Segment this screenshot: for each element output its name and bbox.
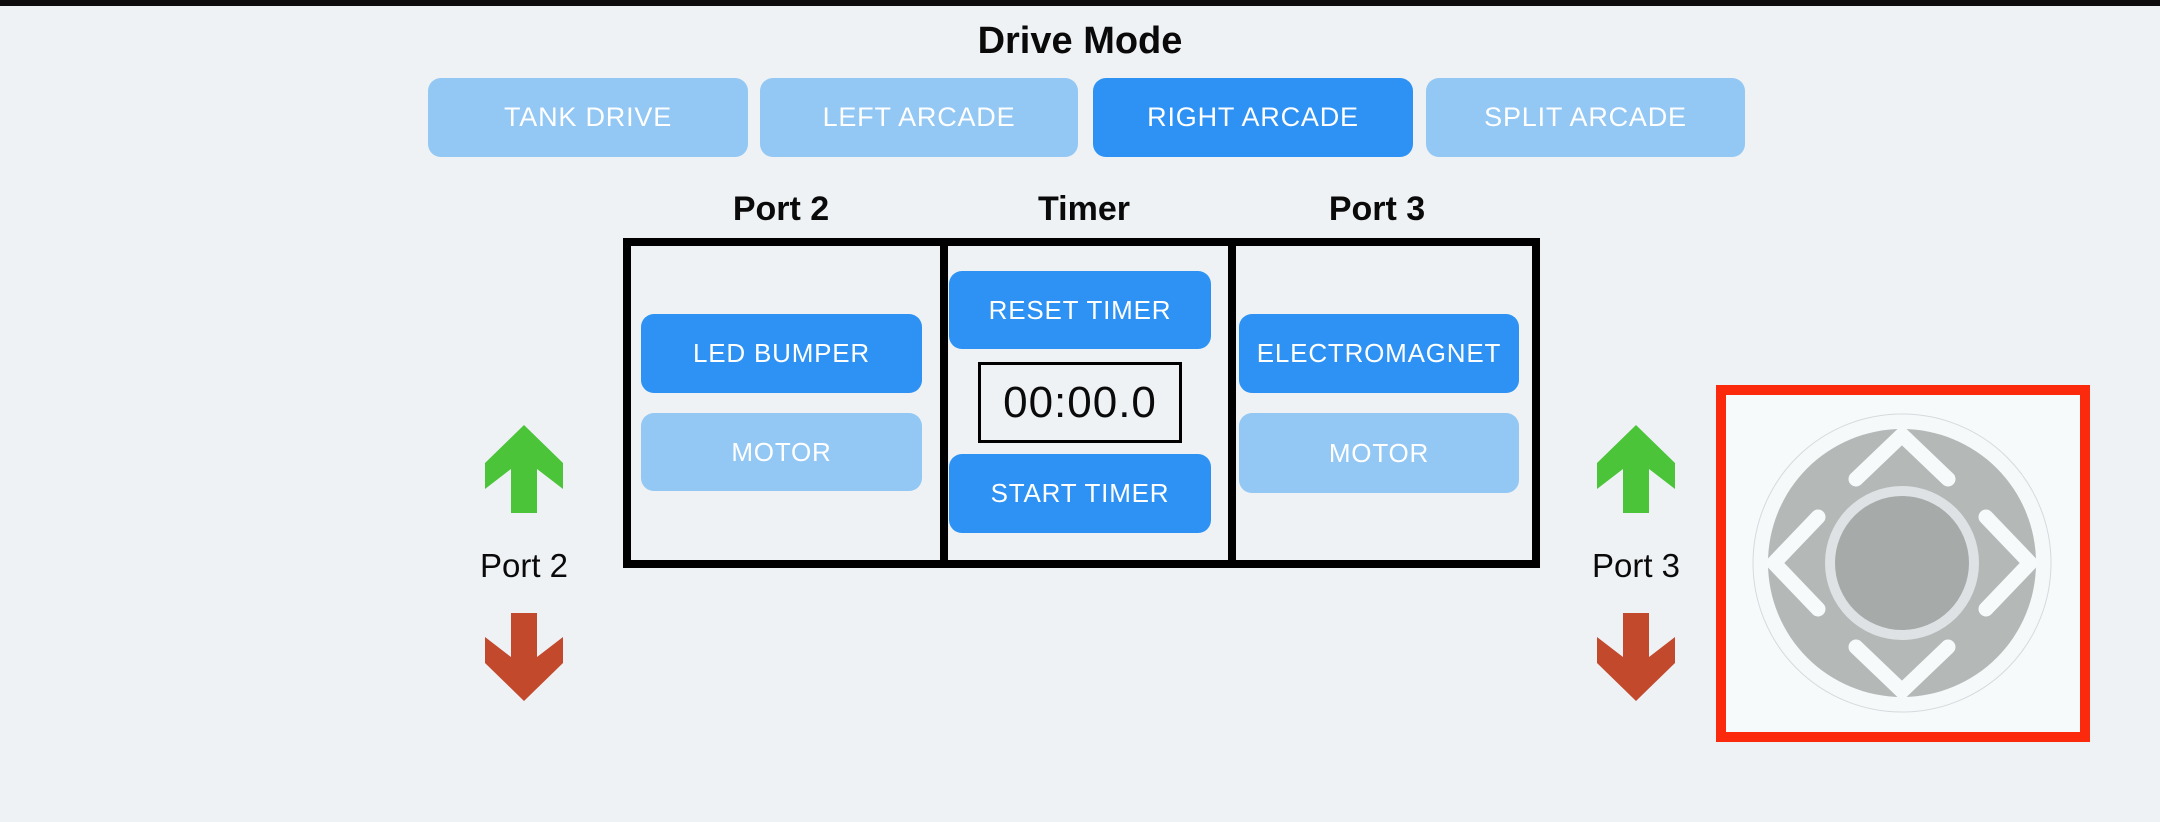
- port3-column-header: Port 3: [1328, 190, 1426, 228]
- joystick-chevron-left-icon[interactable]: [1766, 509, 1826, 617]
- reset-timer-button[interactable]: RESET TIMER: [949, 271, 1211, 349]
- right-arcade-button[interactable]: RIGHT ARCADE: [1093, 78, 1413, 157]
- joystick-knob[interactable]: [1835, 496, 1969, 630]
- panel-divider-left: [940, 246, 948, 560]
- port3-control-label: Port 3: [1591, 547, 1681, 584]
- split-arcade-button[interactable]: SPLIT ARCADE: [1426, 78, 1745, 157]
- led-bumper-button[interactable]: LED BUMPER: [641, 314, 922, 393]
- left-arcade-button[interactable]: LEFT ARCADE: [760, 78, 1078, 157]
- port2-motor-button[interactable]: MOTOR: [641, 413, 922, 491]
- start-timer-button[interactable]: START TIMER: [949, 454, 1211, 533]
- panel-divider-right: [1228, 246, 1236, 560]
- joystick-chevron-right-icon[interactable]: [1978, 509, 2038, 617]
- port2-column-header: Port 2: [732, 190, 830, 228]
- top-black-bar: [0, 0, 2160, 6]
- port3-up-arrow-icon[interactable]: [1597, 425, 1675, 513]
- timer-column-header: Timer: [1038, 190, 1130, 228]
- accessory-panel: [623, 238, 1540, 568]
- joystick-chevron-down-icon[interactable]: [1848, 639, 1956, 699]
- port3-down-arrow-icon[interactable]: [1597, 613, 1675, 701]
- drive-mode-title: Drive Mode: [977, 20, 1183, 62]
- joystick[interactable]: [1752, 413, 2052, 713]
- tank-drive-button[interactable]: TANK DRIVE: [428, 78, 748, 157]
- port3-motor-button[interactable]: MOTOR: [1239, 413, 1519, 493]
- timer-display: 00:00.0: [978, 362, 1182, 443]
- port2-control-label: Port 2: [479, 547, 569, 584]
- joystick-chevron-up-icon[interactable]: [1848, 427, 1956, 487]
- port2-down-arrow-icon[interactable]: [485, 613, 563, 701]
- port2-up-arrow-icon[interactable]: [485, 425, 563, 513]
- electromagnet-button[interactable]: ELECTROMAGNET: [1239, 314, 1519, 393]
